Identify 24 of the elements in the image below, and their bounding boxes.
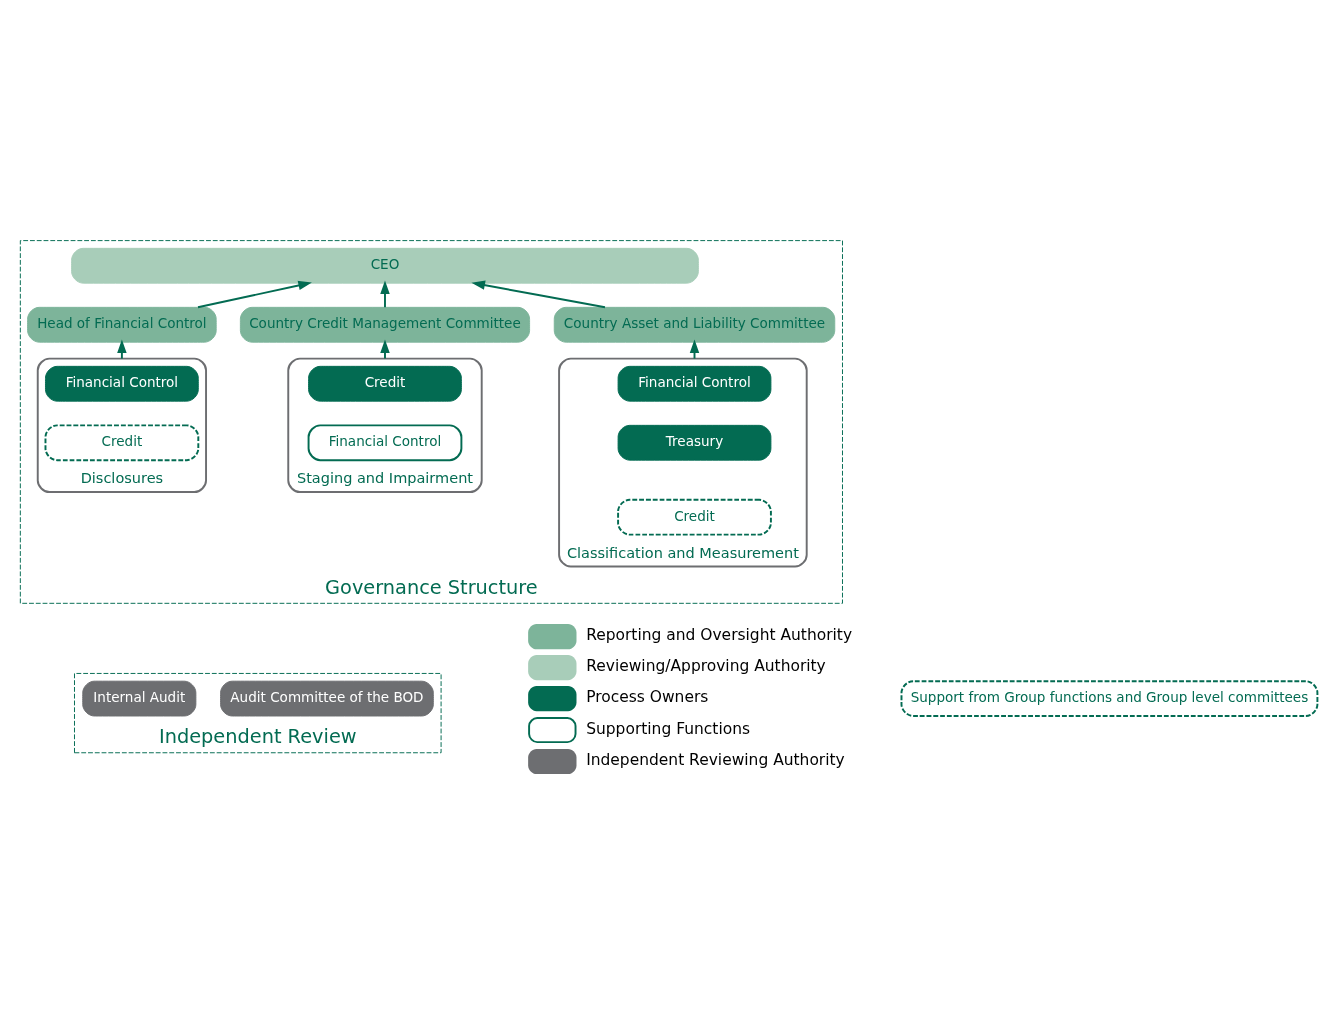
arrow (197, 280, 312, 308)
legend-label: Reviewing/Approving Authority (586, 656, 826, 675)
arrow (380, 279, 390, 308)
node-box: Financial Control (307, 423, 463, 461)
arrow (380, 338, 390, 360)
node-box: Country Credit Management Committee (239, 306, 531, 343)
node-box: Internal Audit (82, 680, 197, 716)
node-box: Credit (617, 498, 772, 536)
legend-label: Reporting and Oversight Authority (586, 625, 853, 644)
node-box: CEO (71, 247, 699, 284)
node-box: Country Asset and Liability Committee (553, 306, 836, 343)
node-box: Audit Committee of the BOD (220, 680, 434, 716)
legend-label: Process Owners (586, 687, 709, 706)
node-box: Credit (308, 365, 462, 402)
arrow (117, 338, 127, 360)
arrow (471, 279, 606, 308)
node-box: Support from Group functions and Group level committees (900, 679, 1319, 717)
node-box: Credit (44, 423, 200, 461)
node-box: Head of Financial Control (27, 306, 217, 343)
legend-label: Independent Reviewing Authority (586, 750, 845, 769)
node-box: Treasury (617, 424, 772, 461)
legend-label: Supporting Functions (586, 719, 751, 738)
node-box: Financial Control (45, 365, 199, 402)
node-box: Financial Control (617, 365, 772, 402)
